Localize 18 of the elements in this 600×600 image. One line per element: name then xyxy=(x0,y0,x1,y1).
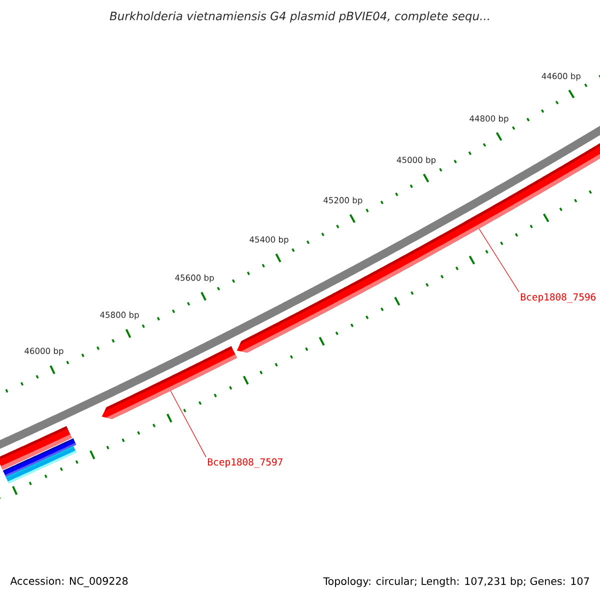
scale-label: 45200 bp xyxy=(324,196,362,205)
scale-label: 45600 bp xyxy=(175,274,214,282)
footer-text: Topology: circular; Length: 107,231 bp; Genes: 107 xyxy=(323,577,589,587)
scale-label: 45400 bp xyxy=(250,236,288,244)
gene-label: Bcep1808_7596 xyxy=(521,293,596,303)
leader-line xyxy=(170,390,206,458)
gene-feature xyxy=(236,141,600,353)
scale-label: 45000 bp xyxy=(396,156,436,165)
title: Burkholderia vietnamiensis G4 plasmid pBVIE04, complete sequ... xyxy=(110,11,490,23)
scale-label: 45800 bp xyxy=(100,312,139,320)
footer-text: Accession: NC_009228 xyxy=(10,576,128,588)
leader-line xyxy=(478,228,520,292)
gene-label: Bcep1808_7597 xyxy=(208,458,282,468)
scale-label: 44800 bp xyxy=(470,115,508,124)
gene-feature xyxy=(102,346,238,420)
scale-label: 44600 bp xyxy=(542,72,580,81)
gene-feature xyxy=(6,446,76,484)
scale-label: 46000 bp xyxy=(24,348,64,356)
